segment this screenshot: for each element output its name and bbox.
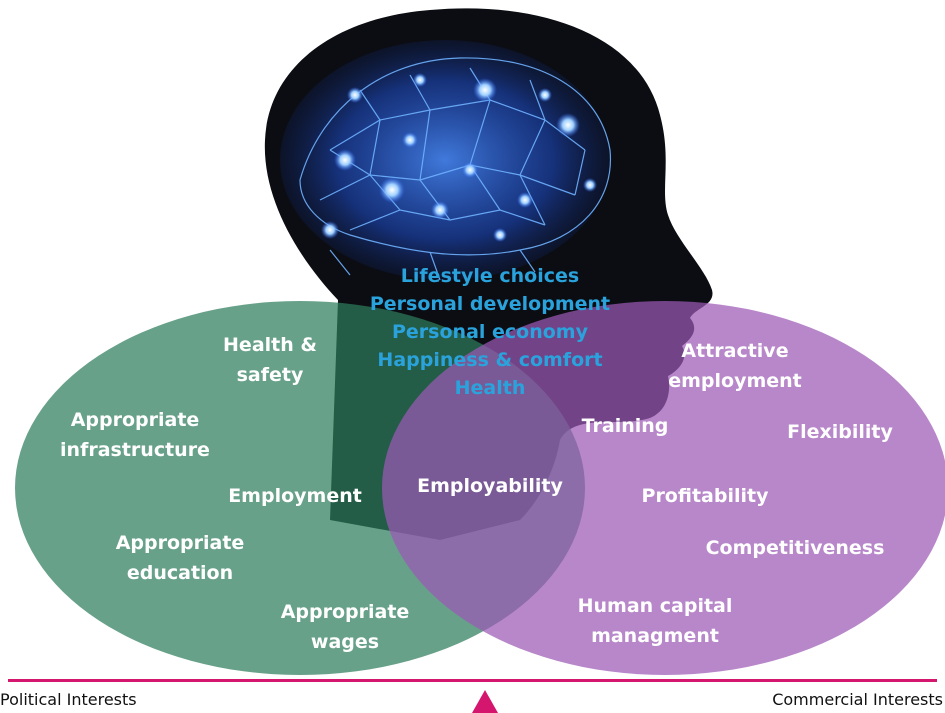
item-health-safety: Health & safety [223, 334, 317, 386]
brain-nodes [321, 73, 597, 242]
commercial-ellipse [382, 301, 945, 675]
item-appropriate-education: Appropriate education [115, 532, 245, 584]
item-employability: Employability [417, 475, 563, 497]
item-employment: Employment [228, 485, 362, 507]
axis-label-political: Political Interests [0, 690, 137, 709]
brain-glow [280, 40, 610, 280]
item-attractive-employment: Attractive employment [668, 340, 802, 392]
center-item: Personal development [369, 293, 611, 315]
center-item: Lifestyle choices [400, 265, 580, 287]
center-items: Lifestyle choices Personal development P… [340, 262, 640, 402]
item-competitiveness: Competitiveness [705, 537, 885, 559]
center-item: Personal economy [392, 321, 588, 343]
interest-axis-line [8, 679, 937, 682]
center-item: Happiness & comfort [377, 349, 603, 371]
item-flexibility: Flexibility [787, 421, 893, 443]
item-appropriate-infrastructure: Appropriate infrastructure [60, 409, 210, 461]
brain-network [299, 57, 612, 281]
item-human-capital-management: Human capital managment [577, 595, 733, 647]
axis-label-commercial: Commercial Interests [772, 690, 943, 709]
balance-pointer [472, 690, 498, 713]
center-item: Health [454, 377, 526, 399]
item-appropriate-wages: Appropriate wages [280, 601, 410, 653]
item-profitability: Profitability [641, 485, 769, 507]
item-training: Training [581, 415, 669, 437]
